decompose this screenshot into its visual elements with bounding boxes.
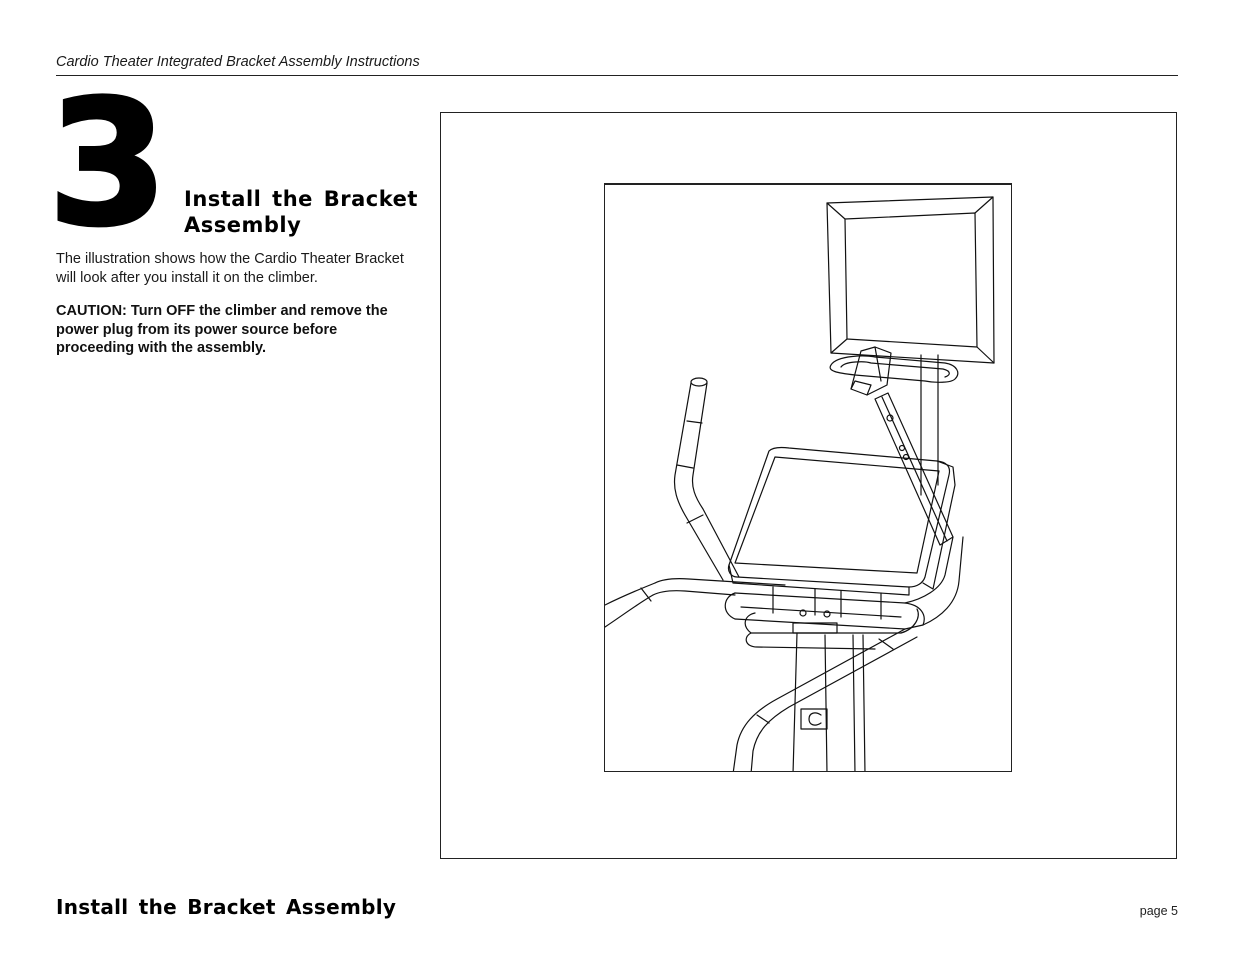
diagonal-bar (732, 628, 918, 771)
caution-paragraph: CAUTION: Turn OFF the climber and remove… (56, 303, 388, 356)
monitor (826, 196, 995, 364)
intro-paragraph: The illustration shows how the Cardio Th… (56, 251, 404, 286)
left-handle (673, 377, 740, 581)
console-panel (727, 446, 956, 596)
step-title: Install the Bracket Assembly (184, 187, 418, 237)
front-handlebar (724, 536, 964, 634)
footer-section-title: Install the Bracket Assembly (56, 895, 397, 919)
running-header: Cardio Theater Integrated Bracket Assemb… (56, 54, 420, 70)
rear-frame (605, 578, 786, 628)
lower-handle-loop (744, 608, 919, 650)
monitor-mount-tray (829, 346, 959, 396)
figure-illustration (604, 183, 1012, 772)
lower-column (792, 632, 866, 771)
page-number: page 5 (1139, 904, 1178, 918)
figure-frame (440, 112, 1177, 859)
step-number: 3 (46, 63, 170, 264)
upright-post (920, 354, 939, 496)
header-rule (56, 75, 1178, 76)
